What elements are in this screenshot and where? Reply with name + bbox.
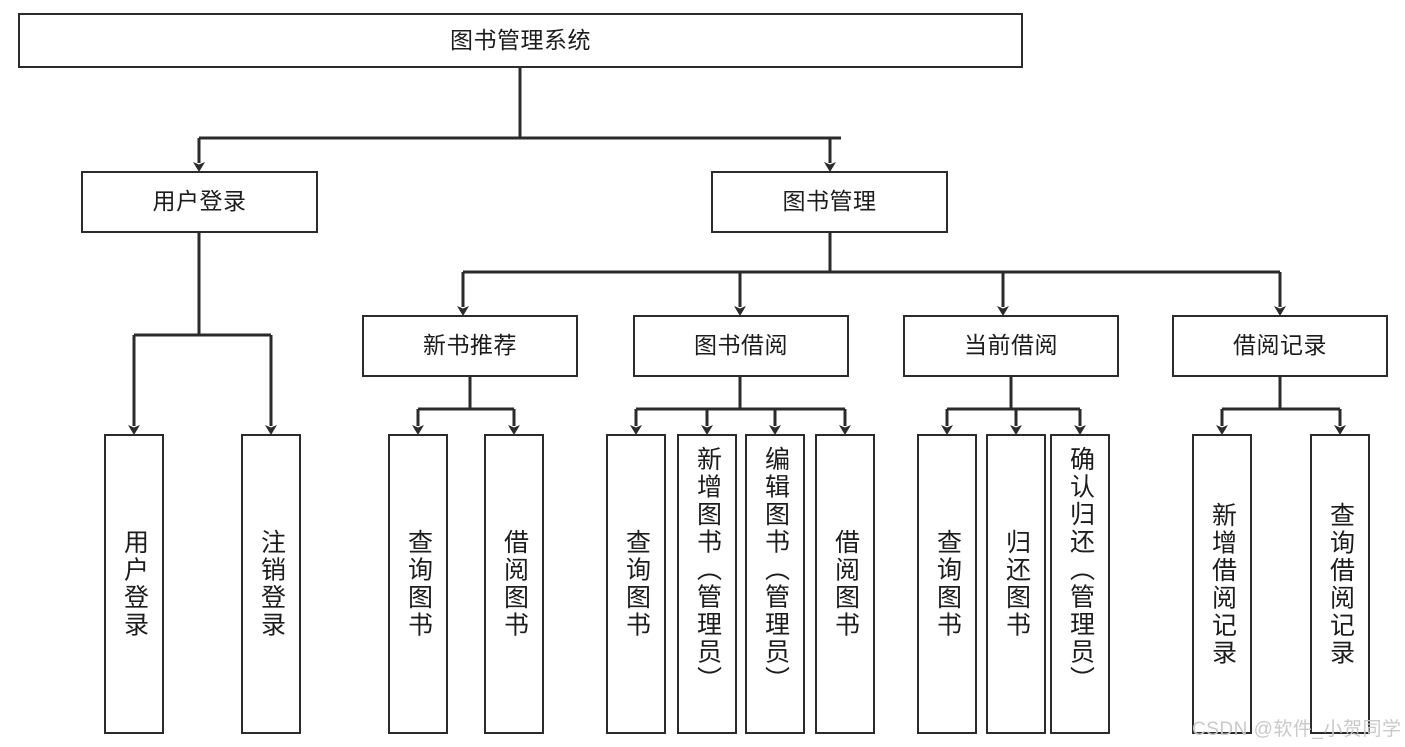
node-leaf-confirm-return-label: 确认归还（管理员）: [1066, 446, 1095, 694]
node-leaf-add-record[interactable]: 新增借阅记录: [1192, 434, 1252, 734]
node-leaf-edit-book[interactable]: 编辑图书（管理员）: [745, 434, 805, 734]
node-new-book-recommend[interactable]: 新书推荐: [362, 315, 578, 377]
node-book-borrow[interactable]: 图书借阅: [633, 315, 849, 377]
node-leaf-add-record-label: 新增借阅记录: [1208, 501, 1237, 667]
node-current-borrow-label: 当前借阅: [964, 332, 1058, 359]
node-leaf-add-book[interactable]: 新增图书（管理员）: [677, 434, 737, 734]
node-book-borrow-label: 图书借阅: [694, 332, 788, 359]
node-leaf-edit-book-label: 编辑图书（管理员）: [761, 446, 790, 694]
node-leaf-borrow-book[interactable]: 借阅图书: [815, 434, 875, 734]
node-leaf-query-book-borrow[interactable]: 查询图书: [606, 434, 666, 734]
node-book-management[interactable]: 图书管理: [711, 171, 948, 233]
node-leaf-query-book-rec-label: 查询图书: [404, 529, 433, 639]
node-user-login-label: 用户登录: [152, 188, 247, 215]
node-leaf-confirm-return[interactable]: 确认归还（管理员）: [1050, 434, 1110, 734]
node-leaf-borrow-book-rec[interactable]: 借阅图书: [484, 434, 544, 734]
node-leaf-query-book-borrow-label: 查询图书: [622, 529, 651, 639]
node-leaf-user-logout[interactable]: 注销登录: [241, 434, 301, 734]
node-leaf-borrow-book-rec-label: 借阅图书: [500, 529, 529, 639]
node-leaf-query-book-rec[interactable]: 查询图书: [388, 434, 448, 734]
node-current-borrow[interactable]: 当前借阅: [903, 315, 1119, 377]
node-leaf-user-login-label: 用户登录: [120, 529, 149, 639]
node-leaf-query-record-label: 查询借阅记录: [1326, 501, 1355, 667]
node-leaf-return-book-label: 归还图书: [1002, 529, 1031, 639]
node-leaf-user-login[interactable]: 用户登录: [104, 434, 164, 734]
csdn-watermark: CSDN @软件_小贺同学: [1192, 719, 1402, 740]
node-root[interactable]: 图书管理系统: [18, 13, 1023, 68]
node-book-management-label: 图书管理: [782, 188, 877, 215]
node-new-book-recommend-label: 新书推荐: [423, 332, 517, 359]
node-leaf-return-book[interactable]: 归还图书: [986, 434, 1046, 734]
node-borrow-record-label: 借阅记录: [1233, 332, 1327, 359]
node-leaf-borrow-book-label: 借阅图书: [831, 529, 860, 639]
node-root-label: 图书管理系统: [450, 26, 591, 53]
node-leaf-add-book-label: 新增图书（管理员）: [693, 446, 722, 694]
node-leaf-user-logout-label: 注销登录: [257, 529, 286, 639]
node-user-login[interactable]: 用户登录: [81, 171, 318, 233]
node-leaf-query-record[interactable]: 查询借阅记录: [1310, 434, 1370, 734]
node-leaf-query-book-current-label: 查询图书: [933, 529, 962, 639]
node-borrow-record[interactable]: 借阅记录: [1172, 315, 1388, 377]
node-leaf-query-book-current[interactable]: 查询图书: [917, 434, 977, 734]
